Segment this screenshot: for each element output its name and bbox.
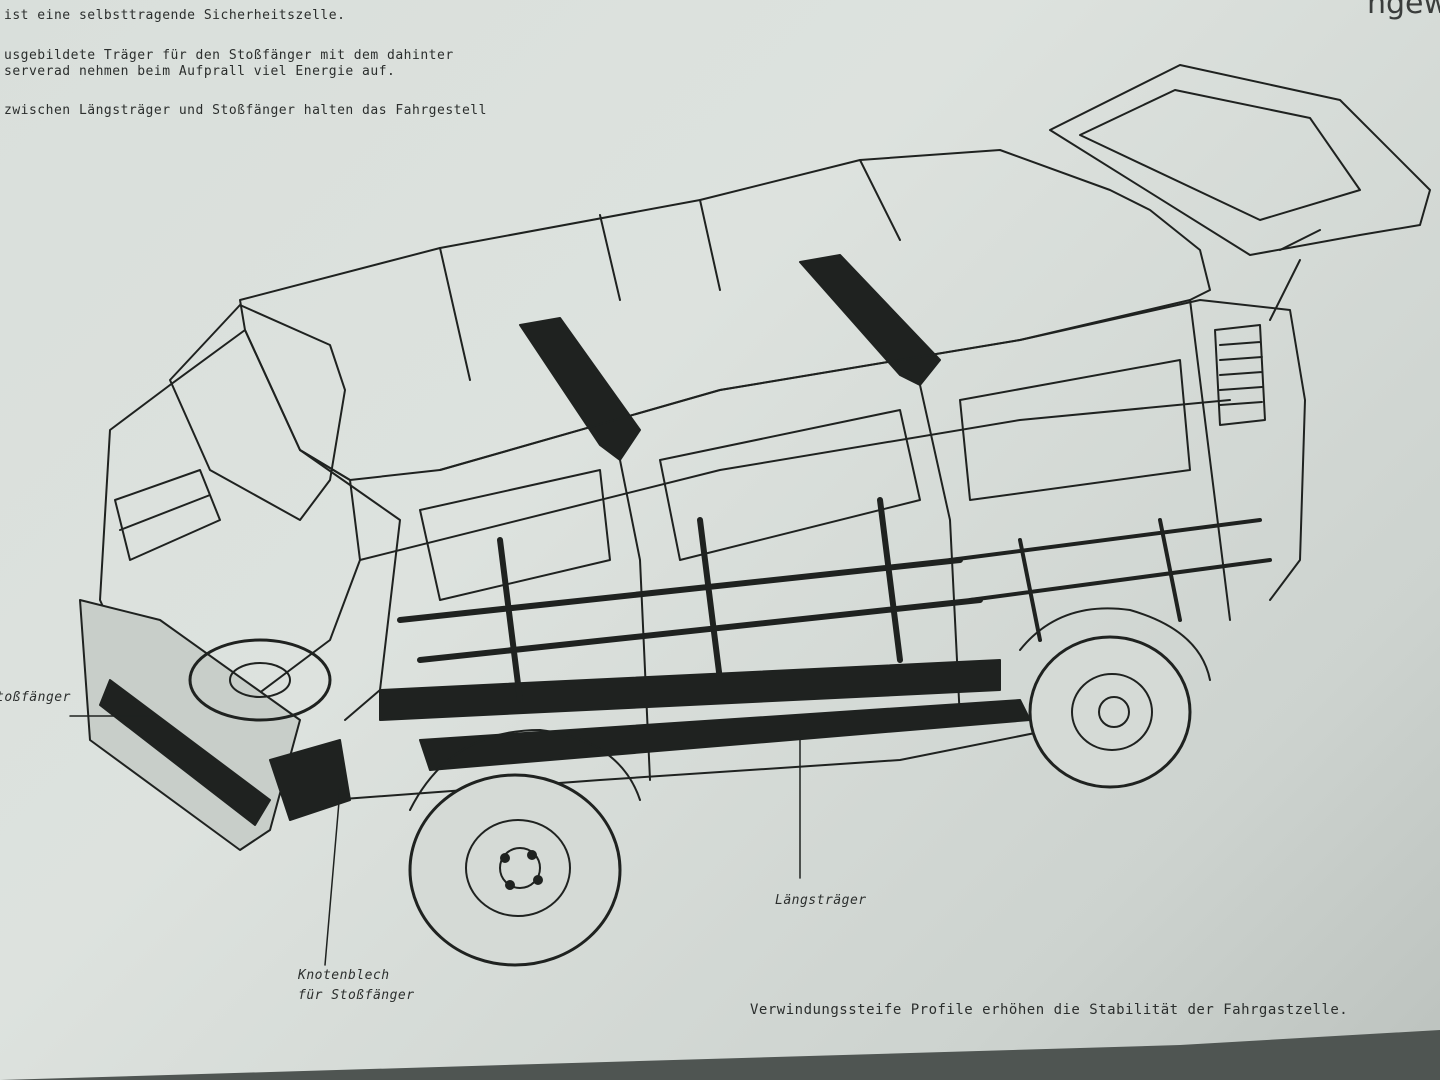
rear-hub [1098, 696, 1130, 728]
label-bumper: toßfänger [0, 690, 71, 705]
heading-fragment: ngew [1366, 0, 1440, 21]
rear-tire [1028, 635, 1192, 789]
front-tire [408, 773, 622, 967]
rear-vent [1214, 324, 1266, 426]
rear-wheel-arch [1019, 607, 1211, 681]
intro-line-3: serverad nehmen beim Aufprall viel Energ… [4, 64, 396, 79]
tailgate [1049, 64, 1431, 256]
roof-panel-seams [439, 159, 901, 381]
front-grille [114, 469, 221, 561]
rear-rim [1071, 673, 1153, 751]
label-longitudinal-member: Längsträger [775, 893, 867, 908]
label-gusset-line-2: für Stoßfänger [298, 988, 415, 1003]
cross-members [397, 497, 983, 703]
belt-line [359, 399, 1231, 561]
front-rim [465, 819, 571, 917]
floor-frame [379, 659, 1001, 721]
d-pillar [1189, 299, 1231, 621]
front-wheel-arch [409, 729, 641, 811]
label-gusset-line-1: Knotenblech [298, 968, 390, 983]
spare-wheel-hub [229, 662, 291, 698]
roof-outline [239, 149, 1211, 481]
figure-caption: Verwindungssteife Profile erhöhen die St… [750, 1002, 1349, 1018]
side-window-2 [659, 409, 921, 561]
tailgate-strut [1269, 229, 1321, 321]
c-pillar [919, 384, 961, 721]
gusset-plate [269, 739, 351, 821]
rear-subframe [948, 518, 1272, 642]
roof-bow-2 [799, 254, 941, 386]
intro-line-1: ist eine selbsttragende Sicherheitszelle… [4, 8, 346, 23]
leader-gusset [324, 789, 341, 966]
front-bumper [79, 599, 301, 851]
intro-line-4: zwischen Längsträger und Stoßfänger halt… [4, 103, 487, 118]
intro-line-2: usgebildete Träger für den Stoßfänger mi… [4, 48, 454, 63]
body-side-upper [439, 299, 1306, 601]
side-window-1 [419, 469, 611, 601]
windshield [169, 304, 346, 521]
front-hub [499, 847, 541, 889]
a-pillar [299, 449, 401, 721]
spare-wheel [188, 638, 332, 722]
tailgate-window [1079, 89, 1361, 221]
roof-bow-1 [519, 317, 641, 461]
side-window-3 [959, 359, 1191, 501]
